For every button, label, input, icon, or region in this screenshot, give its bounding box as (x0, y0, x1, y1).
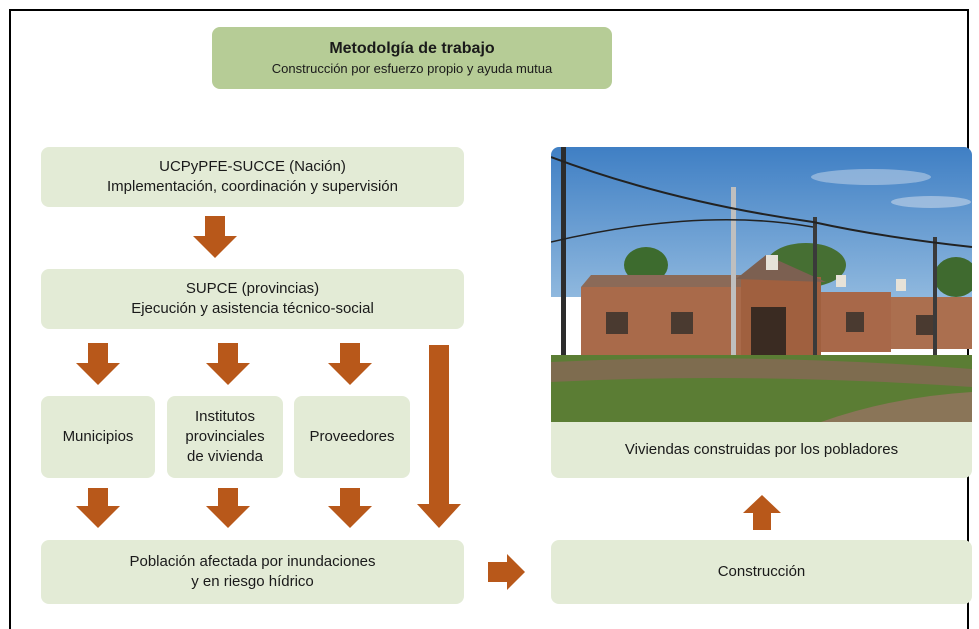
arrow-proveedores-to-poblacion (328, 488, 372, 528)
box-institutos-line3: de vivienda (187, 448, 263, 466)
box-viviendas: Viviendas construidas por los pobladores (551, 422, 972, 478)
arrow-provincias-to-institutos (206, 343, 250, 385)
box-municipios-label: Municipios (62, 427, 134, 445)
title-box: Metodolgía de trabajo Construcción por e… (212, 27, 612, 89)
houses-photo-illustration (551, 147, 972, 422)
houses-photo (551, 147, 972, 422)
arrow-provincias-to-municipios (76, 343, 120, 385)
box-provincias-line2: Ejecución y asistencia técnico-social (131, 300, 374, 317)
box-institutos-line1: Institutos (194, 407, 256, 425)
box-institutos-line2: provinciales (185, 427, 265, 445)
box-proveedores: Proveedores (294, 396, 410, 478)
arrow-municipios-to-poblacion (76, 488, 120, 528)
arrow-provincias-to-poblacion (417, 345, 461, 528)
arrow-nacion-to-provincias (193, 216, 237, 258)
arrow-institutos-to-poblacion (206, 488, 250, 528)
diagram-subtitle: Construcción por esfuerzo propio y ayuda… (271, 61, 553, 77)
box-nacion-line2: Implementación, coordinación y supervisi… (107, 178, 398, 195)
box-poblacion-line2: y en riesgo hídrico (191, 573, 314, 590)
box-poblacion: Población afectada por inundaciones y en… (41, 540, 464, 604)
box-provincias: SUPCE (provincias) Ejecución y asistenci… (41, 269, 464, 329)
box-construccion: Construcción (551, 540, 972, 604)
box-poblacion-line1: Población afectada por inundaciones (129, 552, 376, 570)
arrow-provincias-to-proveedores (328, 343, 372, 385)
box-nacion: UCPyPFE-SUCCE (Nación) Implementación, c… (41, 147, 464, 207)
box-provincias-line1: SUPCE (provincias) (185, 279, 320, 297)
diagram-title: Metodolgía de trabajo (329, 40, 495, 58)
arrow-poblacion-to-construccion (488, 554, 525, 590)
box-municipios: Municipios (41, 396, 155, 478)
arrow-construccion-to-viviendas (743, 495, 781, 530)
box-construccion-label: Construcción (717, 562, 806, 580)
box-institutos: Institutos provinciales de vivienda (167, 396, 283, 478)
box-viviendas-label: Viviendas construidas por los pobladores (624, 440, 899, 458)
box-proveedores-label: Proveedores (309, 427, 395, 445)
box-nacion-line1: UCPyPFE-SUCCE (Nación) (159, 157, 346, 175)
